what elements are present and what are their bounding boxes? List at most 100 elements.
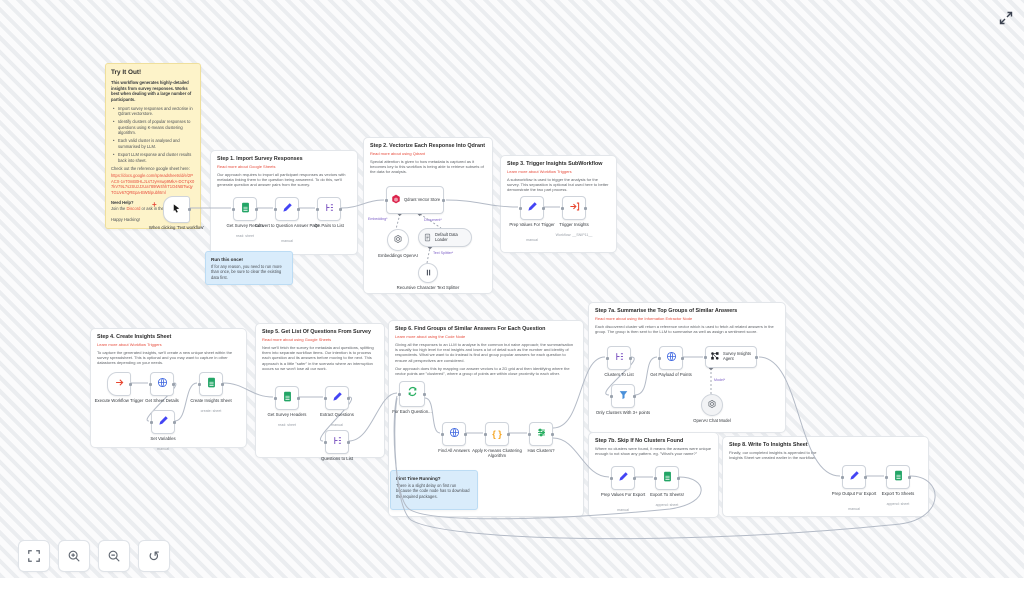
node-qdrant-vector-store[interactable]: Qdrant Vector Store — [385, 186, 445, 214]
pencil-icon — [618, 469, 629, 487]
step5-link[interactable]: Read more about using Google Sheets — [262, 337, 332, 342]
fit-view-icon — [27, 549, 41, 563]
google-sheets-icon — [662, 469, 673, 487]
step6-title: Step 6. Find Groups of Similar Answers F… — [395, 326, 546, 332]
globe-icon — [157, 375, 168, 393]
fit-view-button[interactable] — [18, 540, 50, 572]
node-convert-to-question-answer-pairs[interactable]: Convert to Question Answer Pairs manual — [255, 197, 319, 243]
node-get-survey-headers[interactable]: Get Survey Headers read: sheet — [268, 386, 306, 427]
step7a-title: Step 7a. Summarise the Top Groups of Sim… — [595, 308, 738, 314]
node-prep-output-for-export[interactable]: Prep Output For Export manual — [832, 465, 876, 511]
node-when-clicking-test-workflow[interactable]: When clicking 'Test workflow' — [149, 196, 204, 230]
zoom-out-button[interactable] — [98, 540, 130, 572]
node-prep-values-for-export[interactable]: Prep Values For Export manual — [601, 466, 645, 512]
help-text: Join the — [111, 206, 127, 212]
step7a-link[interactable]: Read more about using the Information Ex… — [595, 316, 693, 321]
step1-link[interactable]: Read more about Google Sheets — [217, 164, 276, 169]
workflow-canvas[interactable]: Step 1. Import Survey Responses Read mor… — [0, 0, 1024, 578]
pencil-icon — [332, 389, 343, 407]
sticky-help-title: Need Help? — [111, 200, 134, 206]
zoom-in-icon — [67, 549, 81, 563]
node-trigger-insights[interactable]: Trigger Insights Workflow: __SNIP11__ — [556, 196, 592, 237]
step5-body: Next we'll fetch the survey for metadata… — [262, 344, 374, 372]
sticky-run-once-title: Run this once! — [211, 257, 243, 262]
node-survey-insights-agent[interactable]: Survey Insights Agent — [704, 346, 758, 368]
add-connection-hint[interactable]: + — [152, 200, 157, 209]
expand-icon — [998, 11, 1014, 30]
node-questions-to-list[interactable]: Questions to List — [321, 430, 353, 461]
extractor-icon — [710, 348, 720, 366]
pencil-icon — [849, 468, 860, 486]
split-out-icon — [332, 433, 343, 451]
node-set-variables[interactable]: Set Variables manual — [150, 410, 176, 451]
cursor-icon — [171, 201, 182, 219]
sticky-bullet: Import survey responses and vectorise in… — [113, 106, 195, 117]
node-recursive-character-text-splitter[interactable]: Recursive Character Text Splitter — [397, 263, 459, 290]
loop-icon — [406, 385, 419, 403]
step7a-body: Each discovered cluster will return a re… — [595, 323, 774, 334]
step7b-body: Where no clusters were found, it means t… — [595, 446, 712, 457]
step5-title: Step 5. Get List Of Questions From Surve… — [262, 329, 372, 335]
node-qa-pairs-to-list[interactable]: QA Pairs to List — [314, 197, 344, 228]
discord-link[interactable]: Discord — [126, 206, 141, 212]
step6-link[interactable]: Learn more about using the Code Node — [395, 334, 466, 339]
if-filter-icon — [536, 425, 547, 443]
sticky-intro: This workflow generates highly-detailed … — [111, 80, 192, 103]
step8-title: Step 8. Write To Insights Sheet — [729, 442, 808, 448]
sticky-first-time-title: First Time Running? — [396, 476, 441, 481]
sticky-bullet: Identify clusters of popular responses t… — [113, 119, 195, 136]
node-prep-values-for-trigger[interactable]: Prep Values For Trigger manual — [509, 196, 555, 242]
node-default-data-loader[interactable]: Default Data Loader — [418, 228, 472, 247]
reset-zoom-button[interactable]: ↺ — [138, 540, 170, 572]
reset-zoom-icon: ↺ — [148, 548, 160, 564]
document-connector-label: Document* — [424, 218, 442, 222]
code-braces-icon: { } — [492, 428, 502, 439]
google-sheets-icon — [893, 468, 904, 486]
node-get-payload-of-points[interactable]: Get Payload of Points — [650, 346, 692, 377]
step1-title: Step 1. Import Survey Responses — [217, 156, 303, 162]
step3-link[interactable]: Learn more about Workflow Triggers — [507, 169, 572, 174]
text-splitter-icon — [424, 264, 433, 282]
sticky-run-once-body: If for any reason, you need to run more … — [211, 263, 282, 280]
sticky-happy-hacking: Happy Hacking! — [111, 216, 140, 222]
node-clusters-to-list[interactable]: Clusters To List — [604, 346, 634, 377]
node-extract-questions[interactable]: Extract Questions manual — [320, 386, 354, 427]
step1-body: Our approach requires to import all part… — [217, 171, 346, 188]
sticky-title: Try It Out! — [111, 69, 142, 76]
sticky-bullet-list: Import survey responses and vectorise in… — [112, 106, 195, 163]
openai-icon — [707, 396, 717, 414]
step8-body: Finally, our completed insights is appen… — [729, 450, 817, 461]
step-frame-3[interactable]: Step 3. Trigger Insights SubWorkflow Lea… — [500, 155, 617, 253]
node-openai-chat-model[interactable]: OpenAI Chat Model — [693, 394, 731, 423]
step2-link[interactable]: Read more about using Qdrant — [370, 151, 425, 156]
node-only-clusters-with-3-points[interactable]: Only Clusters With 3+ points — [596, 384, 650, 415]
google-sheets-icon — [282, 389, 293, 407]
step4-link[interactable]: Learn more about Workflow Triggers — [97, 342, 162, 347]
node-export-to-sheets-7b[interactable]: Export To Sheets! append: sheet — [650, 466, 684, 507]
node-get-sheet-details[interactable]: Get Sheet Details — [145, 372, 179, 403]
expand-preview-button[interactable] — [998, 10, 1014, 26]
step4-title: Step 4. Create Insights Sheet — [97, 334, 172, 340]
pencil-icon — [527, 199, 538, 217]
execute-trigger-icon — [114, 375, 125, 393]
globe-icon — [449, 425, 460, 443]
node-execute-workflow-trigger[interactable]: Execute Workflow Trigger — [95, 372, 143, 403]
sticky-first-time[interactable]: First Time Running? There is a slight de… — [390, 470, 478, 510]
zoom-in-button[interactable] — [58, 540, 90, 572]
step3-title: Step 3. Trigger Insights SubWorkflow — [507, 161, 603, 167]
step2-title: Step 2. Vectorize Each Response Into Qdr… — [370, 143, 486, 149]
node-for-each-question[interactable]: For Each Question... — [392, 381, 432, 414]
node-get-survey-results[interactable]: Get Survey Results read: sheet — [226, 197, 264, 238]
node-find-all-answers[interactable]: Find All Answers — [438, 422, 470, 453]
sticky-sheet-link[interactable]: https://docs.google.com/spreadsheets/d/e… — [111, 173, 195, 195]
node-embeddings-openai[interactable]: Embeddings OpenAI — [378, 229, 418, 258]
text-splitter-connector-label: Text Splitter* — [433, 251, 454, 255]
node-apply-kmeans-clustering[interactable]: { } Apply K-means Clustering Algorithm — [472, 422, 522, 458]
node-export-to-sheets-8[interactable]: Export To Sheets append: sheet — [882, 465, 914, 506]
sticky-run-once[interactable]: Run this once! If for any reason, you ne… — [205, 251, 293, 285]
node-has-clusters[interactable]: Has Clusters? — [528, 422, 554, 453]
pencil-icon — [282, 200, 293, 218]
step6-body-1: Giving all the responses to an LLM to an… — [395, 341, 574, 363]
node-create-insights-sheet[interactable]: Create Insights Sheet create: sheet — [190, 372, 232, 413]
